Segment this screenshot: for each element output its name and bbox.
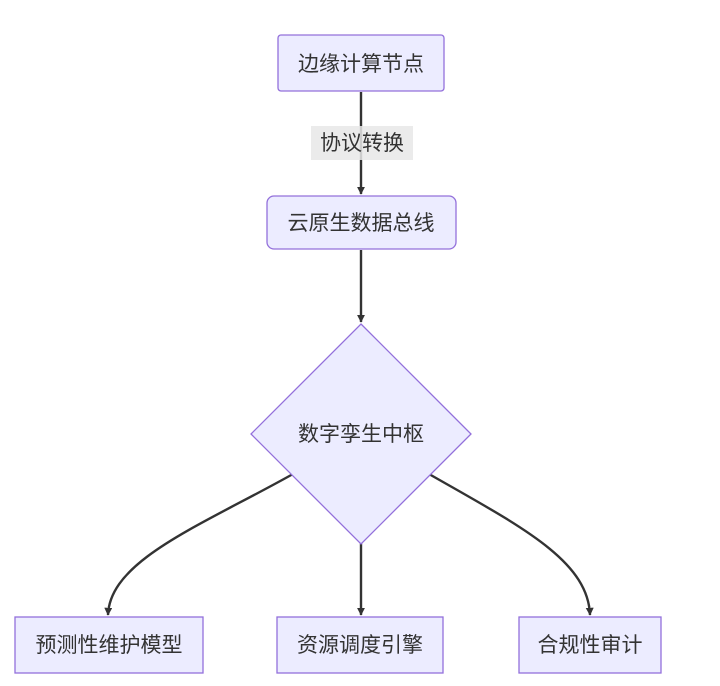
edge-twin-hub-to-audit — [428, 472, 594, 616]
edge-label-protocol-conversion: 协议转换 — [311, 126, 413, 160]
edge-twin-hub-to-predictive — [104, 472, 294, 616]
node-predictive-maintenance[interactable]: 预测性维护模型 — [14, 616, 204, 674]
node-resource-scheduler[interactable]: 资源调度引擎 — [276, 616, 444, 674]
node-data-bus[interactable]: 云原生数据总线 — [266, 195, 457, 250]
edge-label-text: 协议转换 — [320, 131, 404, 155]
node-data-bus-label: 云原生数据总线 — [288, 211, 435, 235]
node-edge-computing[interactable]: 边缘计算节点 — [277, 34, 445, 92]
node-compliance-audit[interactable]: 合规性审计 — [518, 616, 662, 674]
node-resource-scheduler-label: 资源调度引擎 — [297, 633, 423, 657]
node-digital-twin-hub[interactable]: 数字孪生中枢 — [250, 323, 472, 545]
node-predictive-maintenance-label: 预测性维护模型 — [36, 633, 183, 657]
node-edge-computing-label: 边缘计算节点 — [298, 52, 424, 76]
node-digital-twin-hub-label: 数字孪生中枢 — [298, 422, 424, 446]
node-compliance-audit-label: 合规性审计 — [538, 633, 643, 657]
